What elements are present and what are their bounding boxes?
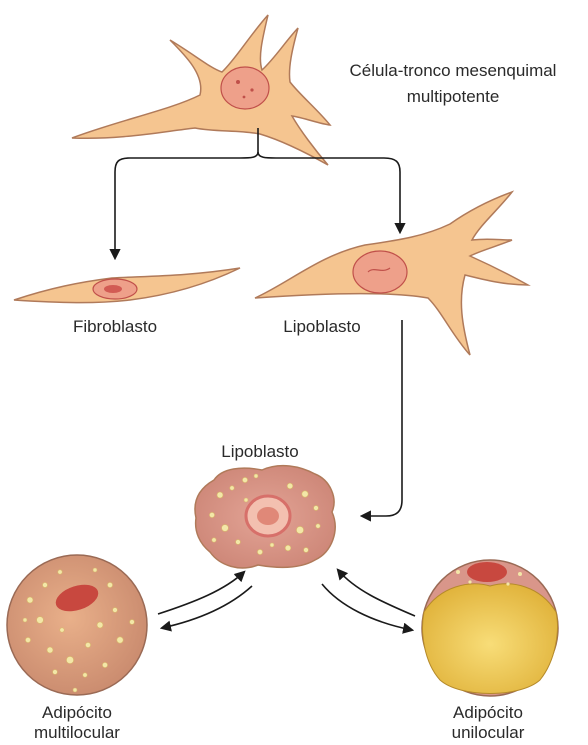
label-adipocyte-unilocular-line2: unilocular	[428, 722, 548, 744]
adipocyte-multilocular-cell	[7, 555, 147, 695]
label-lipoblast-lower: Lipoblasto	[200, 441, 320, 463]
arrow-lipoblast-down	[362, 320, 402, 516]
label-fibroblast: Fibroblasto	[55, 316, 175, 338]
arrows-lipoblast-adipocytes	[158, 570, 415, 630]
label-msc-line1: Célula-tronco mesenquimal	[322, 60, 584, 82]
label-msc-line2: multipotente	[322, 86, 584, 108]
label-adipocyte-multilocular-line1: Adipócito	[17, 702, 137, 724]
lipoblast-cell-lower	[195, 466, 335, 568]
adipocyte-unilocular-cell	[422, 560, 558, 696]
label-adipocyte-multilocular-line2: multilocular	[17, 722, 137, 744]
label-lipoblast-upper: Lipoblasto	[262, 316, 382, 338]
fibroblast-cell	[14, 268, 240, 303]
label-adipocyte-unilocular-line1: Adipócito	[428, 702, 548, 724]
mesenchymal-stem-cell	[72, 15, 330, 165]
arrows-from-stem-cell	[115, 128, 400, 258]
